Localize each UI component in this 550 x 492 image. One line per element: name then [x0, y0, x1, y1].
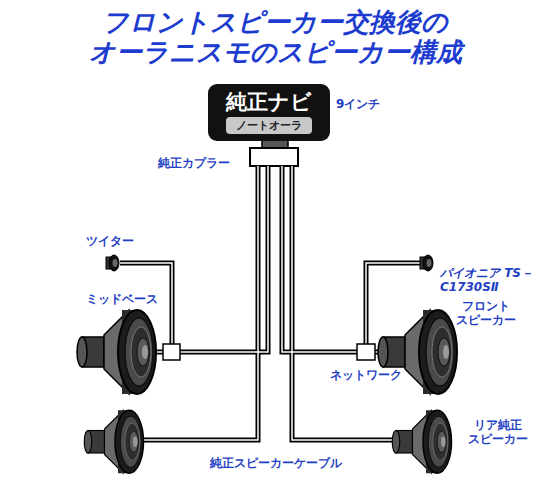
- cable-label: 純正スピーカーケーブル: [196, 456, 356, 470]
- rear-speaker: [392, 410, 451, 473]
- tweeter-label: ツイター: [86, 234, 156, 248]
- tweeter: [420, 255, 433, 271]
- unit-name: 純正ナビ: [226, 91, 312, 114]
- rear-speaker-label: リア純正 スピーカー: [462, 418, 534, 447]
- network-box: [163, 344, 180, 360]
- mid-bass-label: ミッドベース: [86, 292, 176, 306]
- mid-bass-speaker: [77, 310, 156, 394]
- wires: [120, 166, 420, 440]
- diagram-title: フロントスピーカー交換後の オーラニスモのスピーカー構成: [60, 8, 490, 68]
- tweeter: [106, 255, 119, 271]
- wire-cores: [120, 166, 420, 440]
- rear-speaker: [84, 410, 143, 473]
- network-label: ネットワーク: [330, 368, 420, 382]
- navi-unit: 純正ナビノートオーラ: [208, 84, 330, 141]
- coupler-label: 純正カプラー: [158, 156, 248, 170]
- coupler: [250, 148, 298, 166]
- size-note: 9インチ: [336, 97, 396, 111]
- network-box: [357, 344, 375, 360]
- front-speaker-label: フロント スピーカー: [450, 299, 522, 328]
- model-name: ノートオーラ: [226, 117, 312, 134]
- product-name: パイオニア TS－C1730SⅡ: [440, 266, 540, 295]
